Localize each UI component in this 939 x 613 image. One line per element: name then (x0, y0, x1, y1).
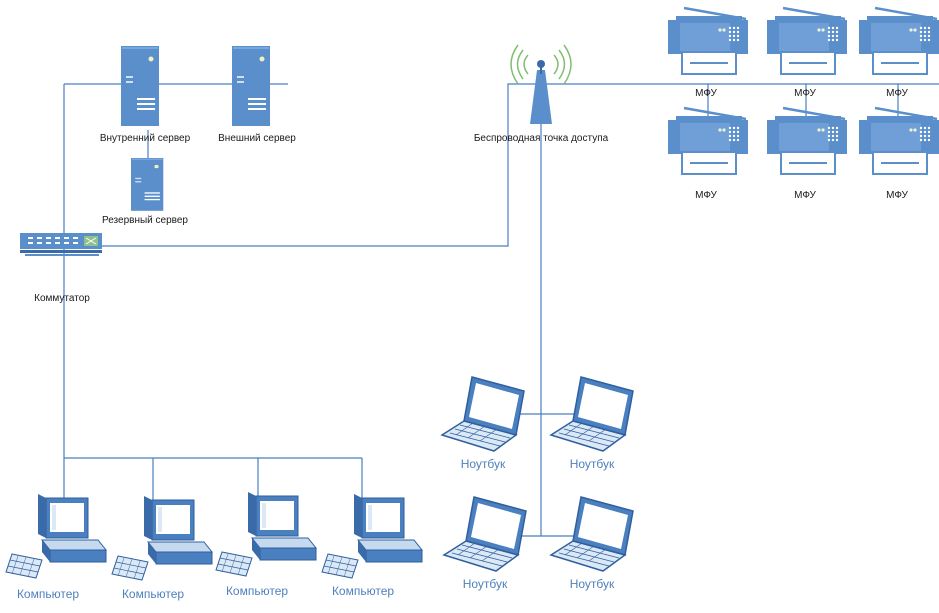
computer-icon[interactable] (321, 493, 423, 579)
internal-server-label: Внутренний сервер (100, 133, 191, 144)
computer-icon[interactable] (5, 493, 107, 579)
laptop-icon[interactable] (441, 376, 525, 452)
laptop-label: Ноутбук (570, 577, 615, 591)
access-point-label: Беспроводная точка доступа (474, 133, 609, 144)
computer-icon[interactable] (215, 491, 317, 577)
mfp-label: МФУ (886, 88, 908, 99)
laptop-icon[interactable] (443, 496, 527, 572)
external-server-label: Внешний сервер (218, 133, 296, 144)
laptop-label: Ноутбук (463, 577, 508, 591)
computer-label: Компьютер (122, 587, 184, 601)
mfp-label: МФУ (794, 190, 816, 201)
computer-label: Компьютер (17, 587, 79, 601)
laptop-label: Ноутбук (461, 457, 506, 471)
internal-server-icon[interactable] (121, 46, 159, 126)
switch-icon[interactable] (20, 233, 102, 256)
mfp-label: МФУ (886, 190, 908, 201)
mfp-label: МФУ (794, 88, 816, 99)
laptop-icon[interactable] (550, 496, 634, 572)
mfp-label: МФУ (695, 190, 717, 201)
computer-label: Компьютер (226, 584, 288, 598)
mfp-icon[interactable] (765, 6, 849, 76)
mfp-icon[interactable] (857, 106, 939, 176)
mfp-icon[interactable] (666, 6, 750, 76)
computer-icon[interactable] (111, 495, 213, 581)
laptop-label: Ноутбук (570, 457, 615, 471)
mfp-icon[interactable] (765, 106, 849, 176)
mfp-icon[interactable] (857, 6, 939, 76)
external-server-icon[interactable] (232, 46, 270, 126)
computer-label: Компьютер (332, 584, 394, 598)
wire-switch-ap (100, 83, 939, 247)
switch-label: Коммутатор (34, 293, 90, 304)
mfp-label: МФУ (695, 88, 717, 99)
backup-server-label: Резервный сервер (102, 215, 188, 226)
backup-server-icon[interactable] (131, 158, 164, 211)
wireless-access-point-icon[interactable] (510, 44, 572, 124)
mfp-icon[interactable] (666, 106, 750, 176)
